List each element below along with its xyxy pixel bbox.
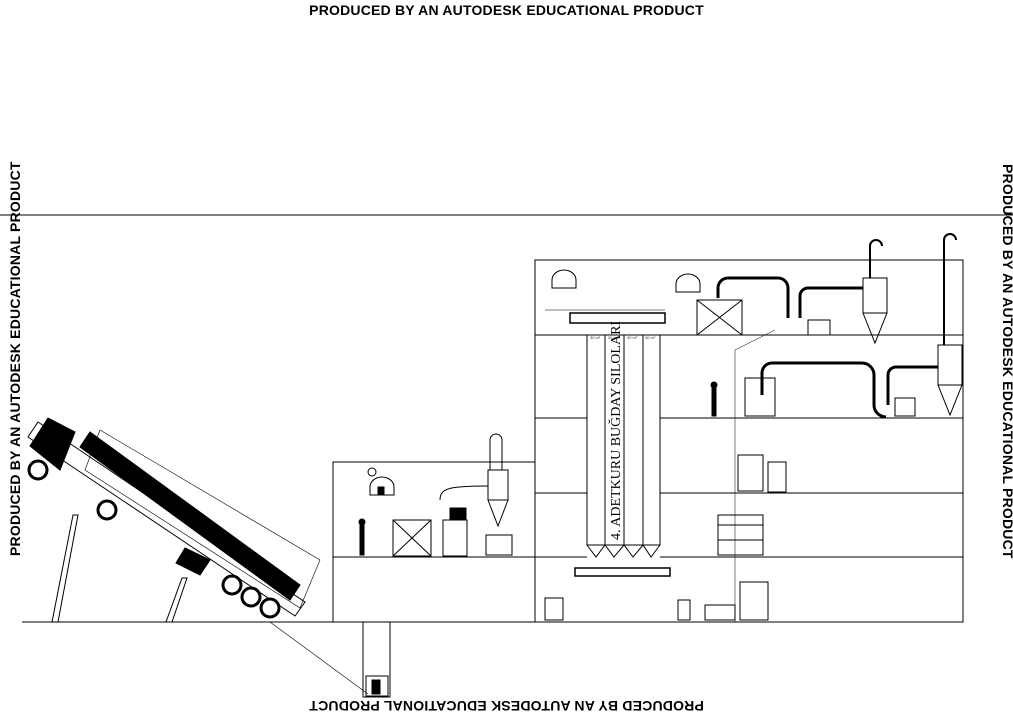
upper-equipment xyxy=(544,233,963,622)
tipper-truck xyxy=(27,417,321,623)
silo-label: 4. ADETKURU BUĞDAY SILOLARI xyxy=(607,321,624,540)
intake-building xyxy=(332,433,536,623)
watermark-top: PRODUCED BY AN AUTODESK EDUCATIONAL PROD… xyxy=(309,2,704,18)
silo-capacity-3: 30 m³ xyxy=(627,335,638,340)
silo-capacity-1: 30 m³ xyxy=(590,335,601,340)
wheat-silos xyxy=(545,309,671,577)
silo-capacity-4: 30 m³ xyxy=(645,335,656,340)
ground-line xyxy=(22,621,963,698)
silo-capacity-2: 30 m³ xyxy=(608,335,619,340)
